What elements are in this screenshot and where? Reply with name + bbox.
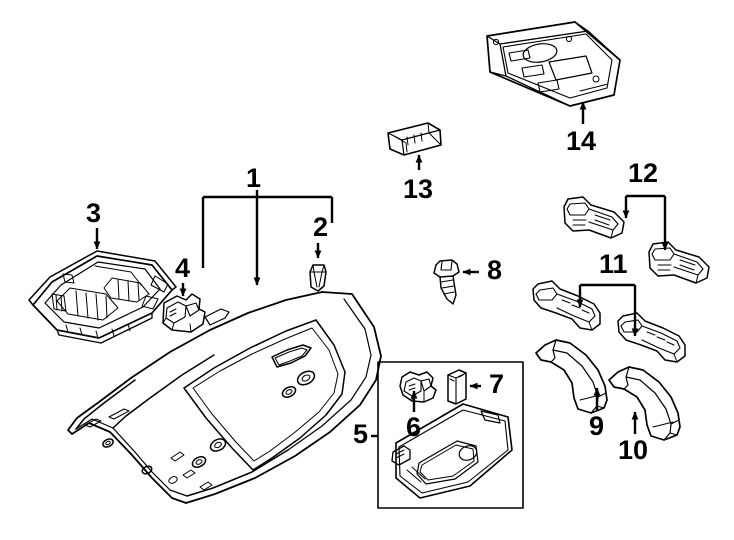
part-assist-grip-handle-front <box>535 339 608 414</box>
part-console-bracket-clip <box>162 293 206 333</box>
part-retainer-clip <box>309 264 327 292</box>
callout-label-12: 12 <box>628 158 659 188</box>
part-grip-bracket-upper-right <box>648 241 710 284</box>
part-sunvisor-support-block <box>447 369 467 405</box>
callout-label-13: 13 <box>403 174 434 204</box>
part-assist-grip-handle-rear <box>608 366 681 441</box>
part-sunvisor-clip <box>399 371 437 403</box>
callout-label-4: 4 <box>175 253 191 283</box>
callout-label-14: 14 <box>566 126 597 156</box>
callout-label-5: 5 <box>353 419 369 449</box>
callout-label-11: 11 <box>599 249 628 279</box>
callout-label-6: 6 <box>406 412 422 442</box>
part-overhead-console <box>28 250 177 344</box>
part-interior-lamp-lens <box>387 122 442 156</box>
callout-label-3: 3 <box>86 198 102 228</box>
callout-label-2: 2 <box>313 212 329 242</box>
part-headliner-panel <box>67 291 382 504</box>
part-grip-bracket-lower-left <box>532 280 601 331</box>
callout-label-9: 9 <box>589 411 605 441</box>
callout-label-7: 7 <box>489 369 505 399</box>
callout-label-1: 1 <box>246 163 262 193</box>
part-mounting-screw <box>433 259 460 305</box>
part-grip-bracket-lower-right <box>617 312 686 363</box>
part-grip-bracket-upper-left <box>563 196 625 239</box>
leader-lines <box>93 101 669 438</box>
callout-label-10: 10 <box>618 435 649 465</box>
callout-label-8: 8 <box>487 255 503 285</box>
part-sunvisor-body <box>391 403 513 499</box>
part-roof-console-housing <box>486 21 621 107</box>
